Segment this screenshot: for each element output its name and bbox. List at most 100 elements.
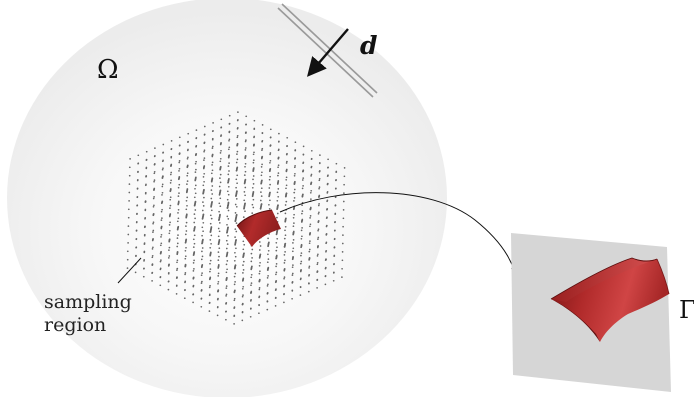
sampling-point: [333, 237, 336, 240]
sampling-point: [301, 235, 303, 238]
sampling-point: [286, 152, 288, 155]
sampling-point: [277, 188, 280, 190]
sampling-point: [242, 272, 244, 274]
sampling-point: [162, 143, 165, 146]
sampling-point: [153, 196, 155, 198]
sampling-point: [201, 209, 204, 212]
sampling-point: [261, 149, 263, 151]
domain-circle: [7, 0, 447, 397]
sampling-point: [201, 247, 204, 249]
sampling-point: [292, 242, 294, 244]
sampling-point: [258, 295, 261, 298]
sampling-point: [211, 200, 213, 203]
sampling-point: [236, 150, 239, 153]
sampling-point: [276, 212, 279, 215]
sampling-point: [210, 189, 213, 191]
sampling-point: [208, 293, 211, 296]
sampling-point: [193, 221, 196, 224]
sampling-point: [216, 306, 219, 308]
sampling-point: [127, 233, 130, 236]
sampling-point: [194, 225, 196, 228]
sampling-point: [276, 199, 279, 202]
sampling-point: [310, 189, 313, 192]
sampling-point: [209, 246, 212, 249]
scatterer-large: [550, 257, 670, 342]
sampling-point: [143, 250, 146, 253]
sampling-point: [201, 250, 203, 253]
sampling-point: [203, 133, 206, 136]
sampling-point: [293, 191, 296, 194]
sampling-point: [186, 183, 188, 185]
sampling-point: [220, 134, 223, 136]
sampling-point: [234, 251, 236, 254]
sampling-point: [200, 282, 203, 284]
sampling-point: [292, 239, 295, 241]
sampling-point: [194, 184, 197, 187]
sampling-point: [245, 131, 247, 134]
sampling-point: [244, 165, 246, 168]
sampling-point: [275, 288, 277, 290]
sampling-point: [161, 183, 164, 186]
sampling-point: [242, 294, 244, 296]
sampling-point: [185, 221, 188, 224]
sampling-point: [178, 144, 181, 147]
sampling-point: [308, 242, 311, 245]
sampling-point: [236, 182, 238, 185]
sampling-point: [161, 185, 164, 188]
sampling-point: [193, 259, 195, 262]
sampling-point: [324, 283, 327, 286]
sampling-point: [275, 279, 278, 282]
sampling-point: [343, 183, 345, 186]
sampling-point: [169, 221, 171, 224]
sampling-point: [242, 285, 245, 288]
sampling-point: [318, 162, 321, 164]
sampling-point: [307, 290, 310, 293]
sampling-point: [253, 143, 255, 146]
sampling-point: [210, 217, 213, 220]
sampling-point: [226, 198, 229, 201]
sampling-point: [317, 219, 320, 222]
sampling-point: [250, 276, 253, 279]
sampling-point: [160, 233, 163, 236]
sampling-point: [252, 183, 255, 185]
sampling-point: [193, 268, 195, 270]
sampling-point: [258, 272, 261, 275]
sampling-point: [128, 183, 131, 185]
sampling-point: [209, 222, 212, 225]
sampling-point: [267, 237, 269, 240]
sampling-point: [244, 202, 246, 205]
sampling-point: [210, 234, 213, 237]
sampling-point: [266, 291, 269, 294]
sampling-point: [275, 271, 278, 274]
sampling-point: [308, 282, 310, 284]
sampling-point: [343, 175, 346, 178]
sampling-point: [269, 136, 272, 139]
sampling-point: [294, 180, 296, 183]
sampling-point: [309, 231, 312, 234]
sampling-point: [292, 264, 294, 266]
sampling-point: [220, 142, 222, 144]
sampling-point: [309, 215, 312, 217]
sampling-point: [217, 251, 220, 253]
sampling-point: [310, 181, 313, 184]
sampling-point: [286, 136, 289, 139]
sampling-point: [227, 185, 230, 188]
sampling-point: [193, 242, 196, 245]
sampling-point: [283, 237, 286, 240]
sampling-point: [144, 200, 147, 202]
sampling-point: [228, 114, 231, 117]
sampling-point: [242, 216, 245, 218]
sampling-point: [308, 257, 311, 259]
sampling-point: [195, 145, 198, 147]
sampling-point: [203, 125, 206, 128]
sampling-point: [334, 212, 337, 215]
sampling-point: [152, 238, 154, 240]
sampling-point: [168, 238, 171, 241]
sampling-point: [309, 223, 312, 226]
sampling-point: [252, 161, 255, 164]
sampling-point: [202, 221, 205, 224]
sampling-point: [226, 215, 229, 218]
sampling-point: [177, 212, 179, 214]
sampling-point: [127, 216, 130, 219]
sampling-point: [194, 200, 197, 203]
